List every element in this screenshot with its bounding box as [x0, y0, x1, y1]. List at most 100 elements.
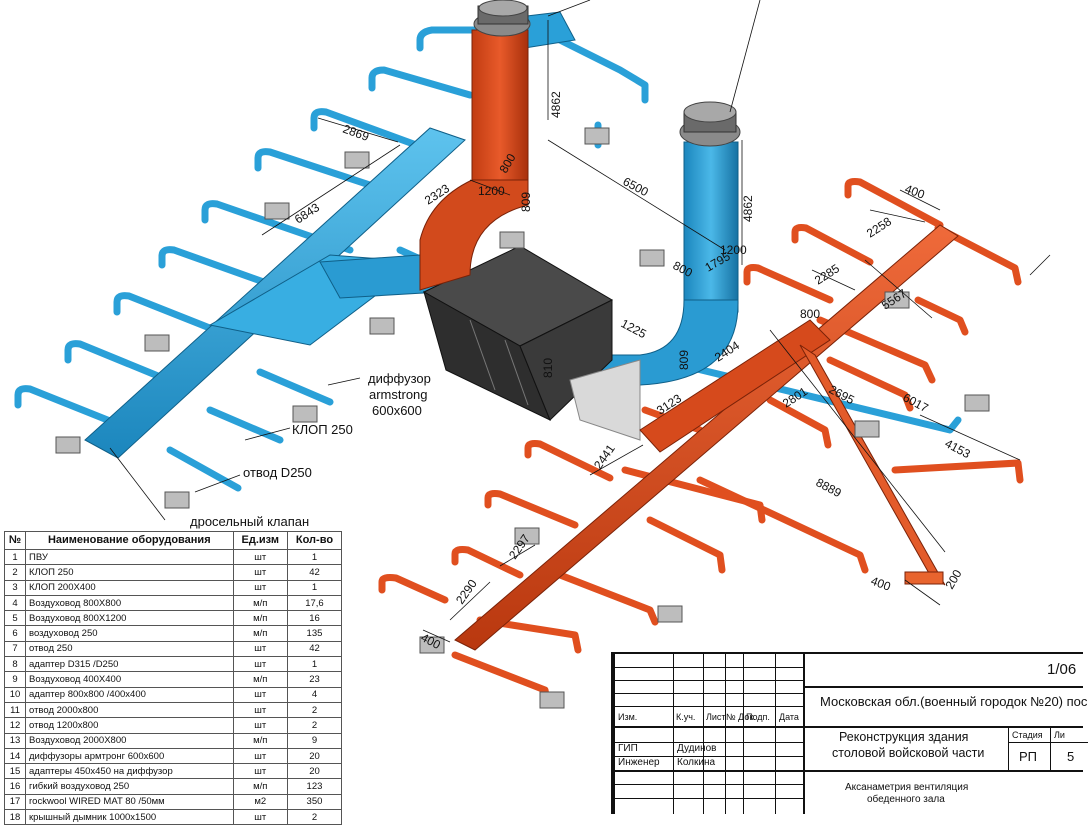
dim-200: 200: [942, 567, 964, 592]
dim-1200b: 1200: [720, 243, 747, 257]
cell-name: КЛОП 250: [25, 564, 234, 581]
supply-main-duct: [84, 11, 576, 459]
ventilation-axonometric-drawing: 2869 6843 2323 1200 800 809 4862 6500 48…: [14, 0, 1051, 709]
cell-qty: 1: [286, 548, 343, 566]
role-engineer: Инженер: [618, 757, 660, 768]
col-kuch: К.уч.: [676, 712, 696, 722]
cell-qty: 2: [286, 809, 343, 825]
cell-number: 1: [4, 548, 26, 566]
dim-6500: 6500: [621, 174, 651, 199]
cell-qty: 123: [286, 778, 343, 795]
cell-unit: м2: [232, 793, 288, 811]
dim-2285: 2285: [812, 261, 842, 287]
cell-number: 3: [4, 579, 26, 596]
drawing-title-l2: обеденного зала: [867, 794, 945, 805]
col-list: Лист: [706, 712, 726, 722]
title-sheet-number: 1/06: [1047, 661, 1077, 678]
dim-1225: 1225: [619, 316, 649, 341]
dim-2441: 2441: [591, 442, 618, 472]
col-number: №: [4, 531, 26, 550]
cell-qty: 23: [286, 671, 343, 688]
cell-unit: м/п: [232, 625, 288, 642]
cell-unit: шт: [232, 747, 288, 765]
supply-branch-pipes: [14, 26, 962, 492]
cell-number: 16: [4, 778, 26, 795]
cell-name: rockwool WIRED MAT 80 /50мм: [25, 793, 234, 811]
cell-name: адаптеры 450x450 на диффузор: [25, 763, 234, 780]
dim-4862a: 4862: [549, 91, 563, 118]
callout-diffuser-l3: 600х600: [372, 403, 422, 418]
exhaust-riser-duct: [419, 0, 531, 291]
cell-qty: 20: [286, 747, 343, 765]
project-title-l2: столовой войсковой части: [832, 746, 985, 760]
col-unit: Ед.изм: [232, 531, 288, 550]
cell-name: диффузоры армтронг 600x600: [25, 747, 234, 765]
cell-name: КЛОП 200X400: [25, 579, 234, 596]
callout-diffuser-l2: armstrong: [369, 387, 428, 402]
stage-header: Стадия: [1012, 730, 1043, 740]
dim-4862b: 4862: [741, 195, 755, 222]
cell-name: адаптер D315 /D250: [25, 656, 234, 673]
col-date: Дата: [779, 712, 799, 722]
cell-qty: 9: [286, 732, 343, 749]
cell-unit: шт: [232, 579, 288, 596]
cell-unit: шт: [232, 640, 288, 658]
title-block: 1/06 Московская обл.(военный городок №20…: [611, 652, 1088, 814]
cell-name: отвод 1200x800: [25, 717, 234, 734]
cell-number: 14: [4, 747, 26, 765]
dimension-lines: [109, 0, 1051, 643]
cell-qty: 2: [286, 701, 343, 719]
cell-unit: м/п: [232, 778, 288, 795]
dim-4153: 4153: [943, 436, 973, 461]
callout-klop: КЛОП 250: [292, 422, 353, 437]
cell-number: 7: [4, 640, 26, 658]
cell-qty: 4: [286, 686, 343, 703]
cell-qty: 17,6: [286, 594, 343, 612]
dim-1200a: 1200: [478, 184, 505, 198]
dim-6017: 6017: [901, 390, 931, 415]
cell-unit: шт: [232, 686, 288, 703]
cell-qty: 42: [286, 564, 343, 581]
cell-qty: 135: [286, 625, 343, 642]
cell-number: 6: [4, 625, 26, 642]
cell-name: адаптер 800x800 /400x400: [25, 686, 234, 703]
cell-number: 4: [4, 594, 26, 612]
dim-400c: 400: [869, 574, 893, 594]
cell-unit: шт: [232, 548, 288, 566]
cell-qty: 1: [286, 656, 343, 673]
cell-name: гибкий воздуховод 250: [25, 778, 234, 795]
role-gip: ГИП: [618, 743, 638, 754]
dim-809b: 809: [677, 350, 691, 370]
cell-number: 5: [4, 610, 26, 627]
cell-unit: шт: [232, 763, 288, 780]
equipment-table: № Наименование оборудования Ед.изм Кол-в…: [4, 531, 343, 825]
cell-name: Воздуховод 400X400: [25, 671, 234, 688]
cell-name: воздуховод 250: [25, 625, 234, 642]
col-name: Наименование оборудования: [25, 531, 234, 550]
callout-diffuser-l1: диффузор: [368, 371, 431, 386]
cell-name: отвод 2000x800: [25, 701, 234, 719]
cell-qty: 350: [286, 793, 343, 811]
cell-name: крышный дымник 1000x1500: [25, 809, 234, 825]
cell-unit: м/п: [232, 732, 288, 749]
exhaust-main-duct: [454, 224, 959, 651]
col-doc: № Док.: [726, 712, 756, 722]
dim-2290: 2290: [453, 577, 480, 607]
cell-qty: 16: [286, 610, 343, 627]
cell-number: 18: [4, 809, 26, 825]
cell-number: 2: [4, 564, 26, 581]
cell-qty: 1: [286, 579, 343, 596]
